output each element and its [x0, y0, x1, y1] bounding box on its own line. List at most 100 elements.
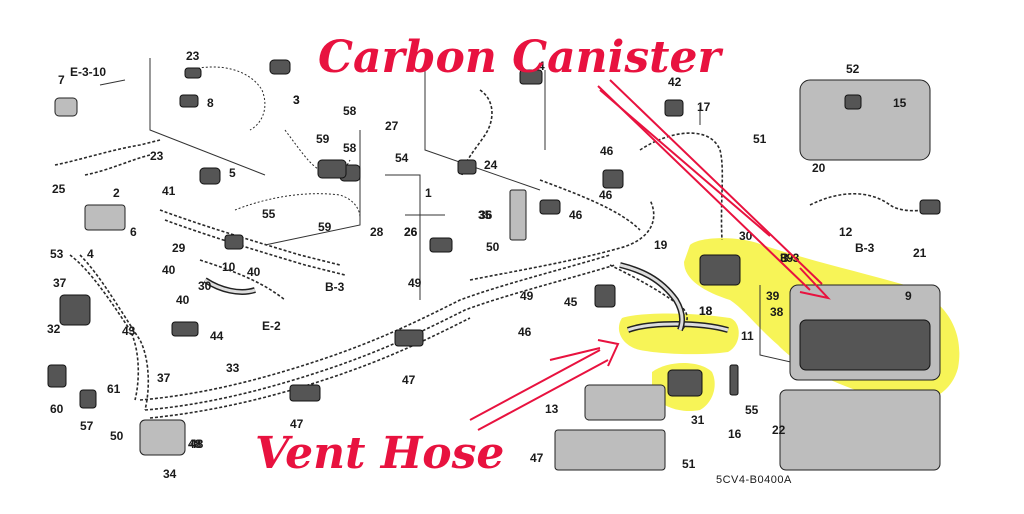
part-label: 48 — [190, 437, 204, 451]
section-refs: E-3-10 B-3 E-2 B-3 B-3 — [70, 65, 875, 333]
part-label: 26 — [404, 225, 418, 239]
part-32 — [59, 294, 91, 326]
part-label: 59 — [318, 220, 332, 234]
part-label: 49 — [520, 289, 534, 303]
part-label: 23 — [186, 49, 200, 63]
part-label: 55 — [745, 403, 759, 417]
vent-hose-callout: Vent Hose — [255, 428, 504, 479]
part-label: 13 — [545, 402, 559, 416]
section-ref: E-2 — [262, 319, 281, 333]
carbon-canister-callout: Carbon Canister — [318, 32, 723, 83]
callout-arrows — [469, 79, 831, 431]
part-label: 17 — [697, 100, 711, 114]
part-label: 26 — [404, 225, 418, 239]
part-42 — [664, 99, 684, 117]
part-label: 3 — [293, 93, 300, 107]
part-label: 24 — [484, 158, 498, 172]
part-16 — [729, 364, 739, 396]
part-label: 20 — [812, 161, 826, 175]
section-ref: B-3 — [325, 280, 345, 294]
part-60 — [47, 364, 67, 388]
part-15-bracket — [799, 79, 931, 161]
part-label: 44 — [210, 329, 224, 343]
part-label: 33 — [226, 361, 240, 375]
part-4b — [519, 69, 543, 85]
part-label: 43 — [122, 324, 136, 338]
part-label: 57 — [80, 419, 94, 433]
part-label: 4 — [538, 59, 545, 73]
part-label: 47 — [402, 373, 416, 387]
diagram-code: 5CV4-B0400A — [716, 474, 792, 486]
part-label: 50 — [110, 429, 124, 443]
part-label: 22 — [772, 423, 786, 437]
part-label: 39 — [766, 289, 780, 303]
part-label: 1 — [425, 186, 432, 200]
part-label: 53 — [50, 247, 64, 261]
part-36 — [509, 189, 527, 241]
part-label: 46 — [518, 325, 532, 339]
part-8 — [179, 94, 199, 108]
part-label: 19 — [654, 238, 668, 252]
part-59 — [317, 159, 347, 179]
part-31 — [667, 369, 703, 397]
part-label: 4 — [87, 247, 94, 261]
part-label: 40 — [176, 293, 190, 307]
part-57 — [79, 389, 97, 409]
part-label: 40 — [162, 263, 176, 277]
part-label: 21 — [913, 246, 927, 260]
part-label: 5 — [229, 166, 236, 180]
part-label: 59 — [316, 132, 330, 146]
part-label: 51 — [753, 132, 767, 146]
part-label: 25 — [52, 182, 66, 196]
part-label: 30 — [739, 229, 753, 243]
part-5 — [199, 167, 221, 185]
part-label: 47 — [530, 451, 544, 465]
canister-grille — [799, 319, 931, 371]
canister-arrow-secondary — [599, 89, 771, 237]
part-label: 47 — [290, 417, 304, 431]
part-label: 37 — [157, 371, 171, 385]
hoses — [203, 262, 729, 333]
part-34 — [139, 419, 186, 456]
part-7 — [54, 97, 78, 117]
part-label: 51 — [682, 457, 696, 471]
part-label: 18 — [699, 304, 713, 318]
part-label: 46 — [599, 188, 613, 202]
part-52 — [844, 94, 862, 110]
vent-hose-highlight — [618, 313, 739, 355]
section-ref: B-3 — [855, 241, 875, 255]
part-label: 38 — [770, 305, 784, 319]
vent-hose-arrow — [469, 339, 620, 431]
part-10 — [224, 234, 244, 250]
part-26 — [429, 237, 453, 253]
canister-arrow — [597, 79, 831, 300]
part-label: 35 — [478, 208, 492, 222]
part-label: 6 — [130, 225, 137, 239]
part-label: 50 — [486, 240, 500, 254]
section-ref: E-3-10 — [70, 65, 106, 79]
part-44 — [171, 321, 199, 337]
part-label: 42 — [668, 75, 682, 89]
part-47a — [289, 384, 321, 402]
part-23a — [184, 67, 202, 79]
part-label: 31 — [691, 413, 705, 427]
part-46b — [602, 169, 624, 189]
part-label: 46 — [600, 144, 614, 158]
part-label: 2 — [113, 186, 120, 200]
part-label: 12 — [839, 225, 853, 239]
part-label: 52 — [846, 62, 860, 76]
part-label: 61 — [107, 382, 121, 396]
part-label: 11 — [741, 329, 754, 343]
part-label: 29 — [172, 241, 186, 255]
part-label: 9 — [905, 289, 912, 303]
part-label: 37 — [53, 276, 67, 290]
part-21 — [919, 199, 941, 215]
valve-assembly — [699, 254, 741, 286]
part-label: 60 — [50, 402, 64, 416]
part-label: 45 — [564, 295, 578, 309]
part-label: 23 — [150, 149, 164, 163]
part-label: 48 — [188, 437, 202, 451]
part-label: 28 — [370, 225, 384, 239]
part-label: 15 — [893, 96, 907, 110]
